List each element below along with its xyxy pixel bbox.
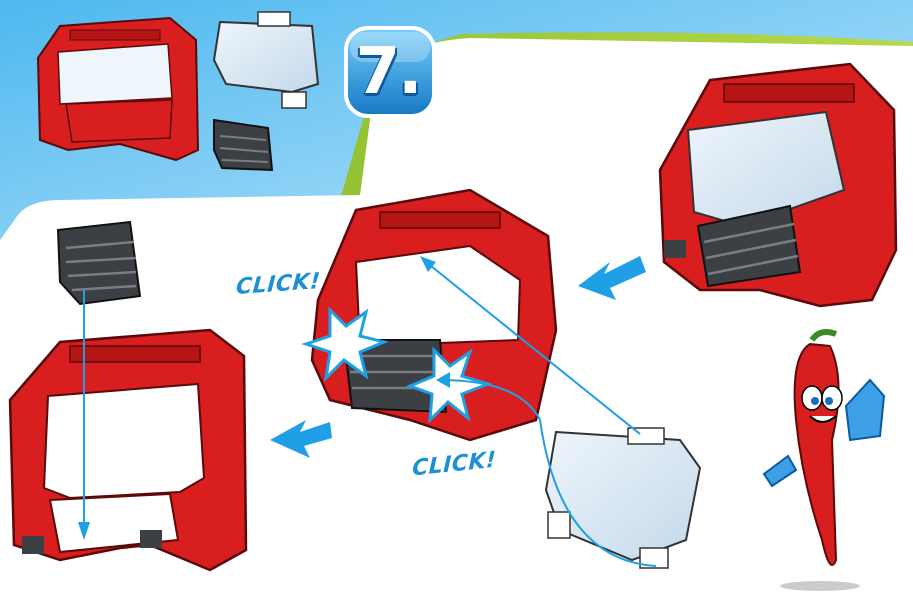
preview-grille [214,120,272,170]
preview-cab [38,18,198,160]
cab-left [10,330,246,570]
grille-part-loose [58,222,140,304]
step-number: 7. [346,30,430,114]
